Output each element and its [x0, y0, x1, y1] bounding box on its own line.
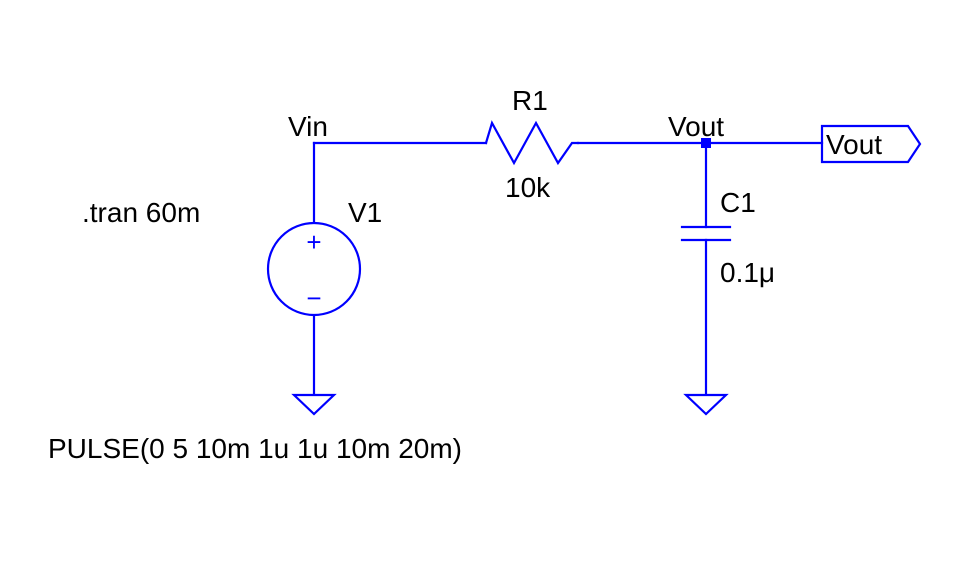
net-label-vout: Vout	[668, 111, 724, 142]
resistor-r1[interactable]	[484, 120, 580, 166]
capacitor-c1[interactable]	[680, 225, 732, 242]
capacitor-value: 0.1μ	[720, 257, 775, 288]
junction-dot[interactable]	[701, 138, 711, 148]
source-name: V1	[348, 197, 382, 228]
ground-icon[interactable]	[291, 393, 337, 416]
output-flag-shape[interactable]	[820, 124, 922, 164]
source-value: PULSE(0 5 10m 1u 1u 10m 20m)	[48, 433, 462, 464]
ground-c1[interactable]	[683, 393, 729, 416]
polarity-plus: +	[306, 227, 321, 257]
ground-v1[interactable]	[291, 393, 337, 416]
resistor-symbol[interactable]	[484, 120, 580, 166]
wires	[312, 141, 824, 396]
capacitor-name: C1	[720, 187, 756, 218]
resistor-value: 10k	[505, 172, 551, 203]
polarity-minus: −	[306, 283, 321, 313]
output-flag-label: Vout	[826, 129, 882, 160]
resistor-name: R1	[512, 85, 548, 116]
output-flag-vout[interactable]: Vout	[820, 124, 922, 164]
voltage-source-circle[interactable]	[266, 221, 362, 317]
ground-icon[interactable]	[683, 393, 729, 416]
net-label-vin: Vin	[288, 111, 328, 142]
spice-directive[interactable]: .tran 60m	[82, 197, 200, 228]
voltage-source-v1[interactable]: + −	[266, 221, 362, 317]
